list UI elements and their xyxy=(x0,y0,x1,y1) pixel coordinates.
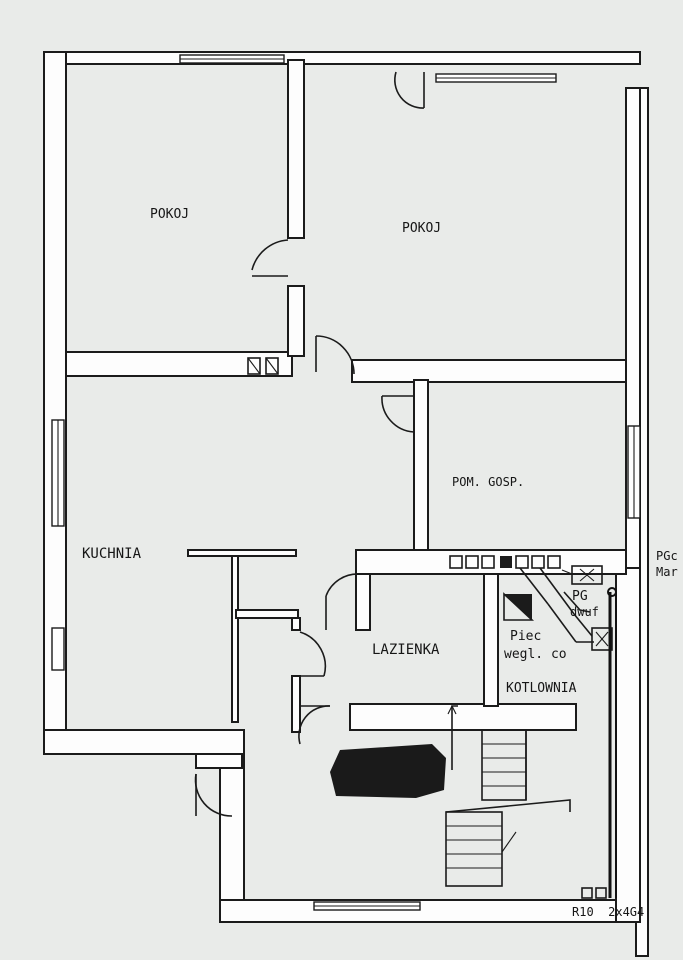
label-piec-line2: wegl. co xyxy=(504,647,567,662)
room-label-lazienka: LAZIENKA xyxy=(372,642,440,658)
annotation-edge-line2: Mar xyxy=(656,565,678,579)
interior-walls xyxy=(65,59,627,769)
boiler-equipment xyxy=(447,565,617,898)
label-pg-line1: PG xyxy=(572,589,588,604)
windows xyxy=(51,54,641,911)
room-label-kuchnia: KUCHNIA xyxy=(82,546,142,562)
label-piec-line1: Piec xyxy=(510,629,541,644)
annotation-edge-line1: PGc xyxy=(656,549,678,563)
redaction-mark xyxy=(330,744,446,798)
room-label-pokoj-right: POKOJ xyxy=(402,221,441,236)
room-label-kotlownia: KOTLOWNIA xyxy=(506,681,577,696)
staircase xyxy=(445,729,571,887)
annotation-cable: R10 2x4G4 xyxy=(572,905,644,919)
room-label-pokoj-left: POKOJ xyxy=(150,207,189,222)
doors xyxy=(194,71,425,817)
chimney-ducts xyxy=(247,357,607,899)
exterior-walls xyxy=(43,51,649,957)
label-pg-line2: dwuf xyxy=(570,605,599,619)
room-label-pom-gosp: POM. GOSP. xyxy=(452,475,524,489)
